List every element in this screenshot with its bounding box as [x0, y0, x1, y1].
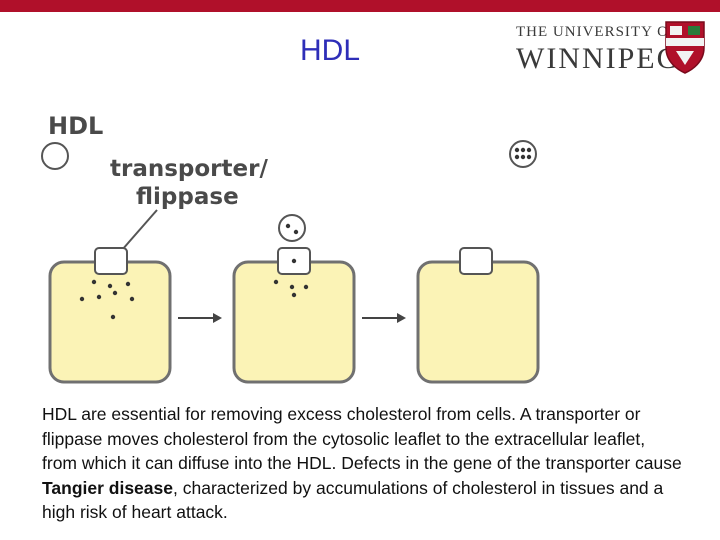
hdl-label: HDL [48, 112, 103, 140]
crest-icon [665, 21, 705, 74]
transporter-1 [94, 247, 128, 275]
slide-title: HDL [299, 34, 360, 67]
cell-1 [48, 260, 172, 384]
arrow-2-head [397, 313, 406, 323]
partially-loaded-hdl-particle [278, 214, 306, 242]
university-logo: The University of Winnipeg [512, 16, 712, 76]
cholesterol-in-transporter [291, 258, 297, 264]
empty-hdl-particle [41, 142, 69, 170]
logo-line-1: The University of [516, 24, 679, 40]
arrow-1-head [213, 313, 222, 323]
transporter-label-line2: flippase [136, 184, 239, 210]
cholesterol-dots-hdl-2 [285, 223, 299, 235]
cholesterol-transport-diagram: HDL transporter/ flippase [41, 112, 540, 384]
logo-line-2: Winnipeg [516, 42, 681, 75]
top-accent-bar [0, 0, 720, 12]
caption-bold-term: Tangier disease [42, 477, 173, 498]
cholesterol-dots-loaded-hdl [514, 147, 532, 160]
caption-text-1: HDL are essential for removing excess ch… [42, 404, 682, 473]
cell-3 [416, 260, 540, 384]
slide-caption: HDL are essential for removing excess ch… [42, 402, 682, 525]
label-pointer-line [121, 209, 158, 251]
caption-text-2: , characterized by accumulations of chol… [42, 477, 664, 523]
transporter-label-line1: transporter/ [110, 156, 268, 182]
cholesterol-dots-cell-1 [79, 279, 135, 320]
transporter-3 [459, 247, 493, 275]
cholesterol-dots-cell-2 [273, 279, 309, 298]
cell-2 [232, 260, 356, 384]
loaded-hdl-particle [509, 140, 537, 168]
